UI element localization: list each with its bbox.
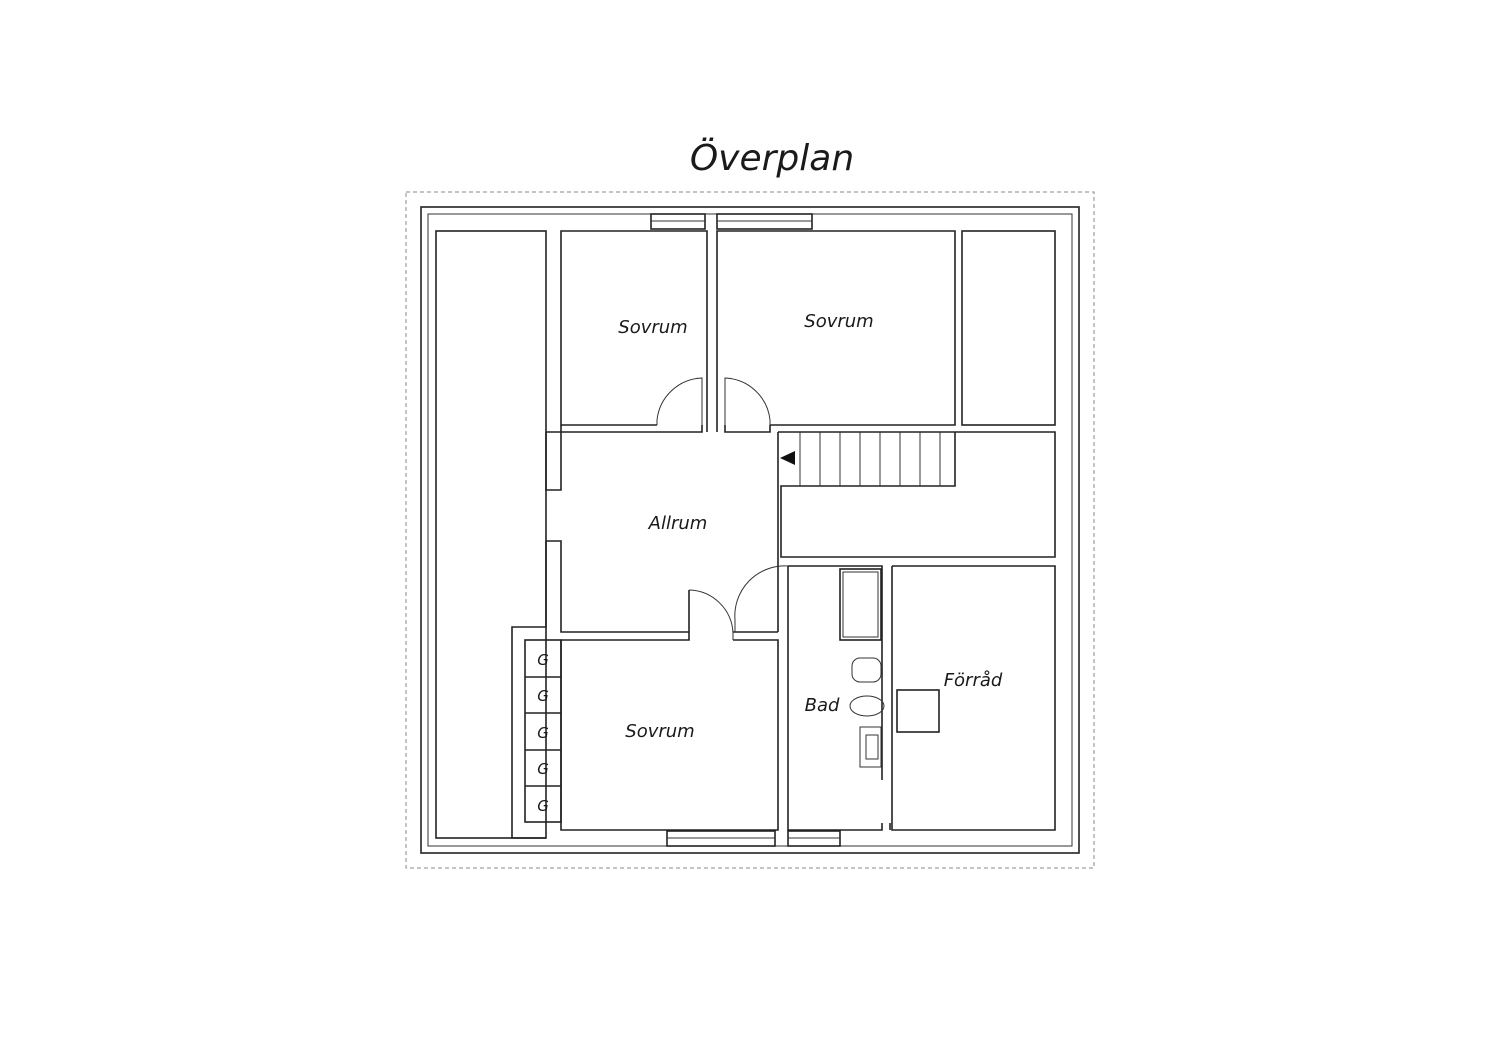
storage-walls [891, 565, 1056, 831]
wardrobe-column [524, 639, 562, 823]
stair-arrow [780, 451, 795, 465]
bathroom-walls [787, 565, 891, 831]
room-label-bedroom-top-left: Sovrum [618, 317, 687, 338]
wardrobe-label: G [537, 760, 549, 778]
door-bathroom [734, 565, 789, 632]
windows [650, 213, 841, 847]
sink-basin [865, 734, 879, 760]
family-room-left-upper [545, 431, 562, 491]
storage-hatch [896, 689, 940, 733]
hall-top-walls [560, 425, 771, 433]
bedroom-bottom-walls [560, 590, 779, 831]
wardrobe-label: G [537, 651, 549, 669]
wardrobe-label: G [537, 797, 549, 815]
bedroom-top-left-walls [560, 230, 708, 426]
toilet-bowl [849, 695, 885, 717]
wardrobe-label: G [537, 687, 549, 705]
shower-tray [839, 568, 882, 641]
room-label-bedroom-bottom: Sovrum [625, 721, 694, 742]
plan-title: Överplan [690, 137, 854, 179]
bedroom-top-right-walls [716, 230, 956, 426]
shower-inner [842, 571, 879, 638]
room-label-bathroom: Bad [805, 695, 840, 716]
wardrobe-label: G [537, 724, 549, 742]
door-bedroom-top-left [656, 377, 703, 425]
room-label-family-room: Allrum [648, 513, 708, 534]
stair-treads [799, 432, 941, 486]
door-bedroom-bottom [688, 589, 734, 640]
wardrobe-frame [524, 639, 562, 823]
eaves-outline [405, 191, 1095, 869]
room-label-storage: Förråd [944, 670, 1003, 691]
right-attic-storage [961, 230, 1056, 426]
door-bedroom-top-right [724, 377, 771, 425]
stair-well [778, 431, 1056, 558]
toilet-tank [851, 657, 882, 683]
room-label-bedroom-top-right: Sovrum [804, 311, 873, 332]
left-attic-storage [435, 230, 547, 839]
outer-wall [420, 206, 1080, 854]
sink [859, 726, 882, 768]
family-room-left-lower [511, 540, 689, 839]
